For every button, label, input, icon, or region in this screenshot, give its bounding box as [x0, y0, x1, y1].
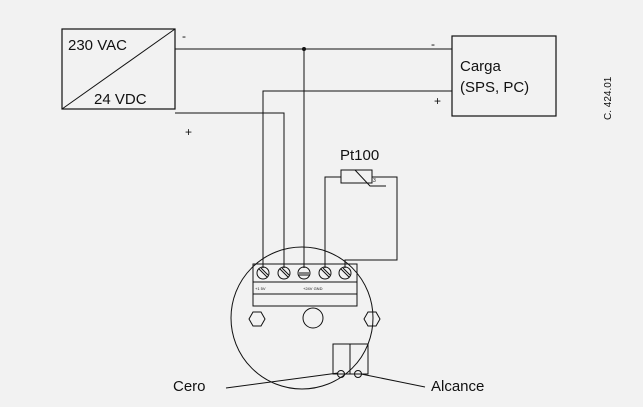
load-plus-sign: + [434, 94, 441, 108]
power-supply-box [61, 28, 176, 110]
input-voltage-label: 230 VAC [68, 37, 127, 54]
zero-label: Cero [173, 378, 206, 395]
pt100-sensor: Pt100 3 [340, 147, 386, 187]
sensor-wire-left [324, 176, 341, 268]
load-minus-sign: - [431, 37, 435, 51]
terminal-screw-2 [277, 266, 291, 280]
terminal-marks-b: +24V GND [303, 286, 323, 291]
load-label-line1: Carga [460, 58, 502, 75]
span-label: Alcance [431, 378, 484, 395]
center-hole [302, 307, 324, 329]
sensor-label: Pt100 [340, 147, 379, 164]
sensor-arrow [354, 169, 386, 187]
power-supply-diagonal [61, 28, 176, 110]
sensor-resistor [340, 169, 373, 184]
load: Carga (SPS, PC) - + [431, 35, 557, 117]
terminal-screw-5 [338, 266, 352, 280]
circuit-board [252, 293, 358, 307]
load-box [451, 35, 557, 117]
span-leader [360, 373, 426, 388]
mounting-hex-right [363, 311, 381, 327]
output-voltage-label: 24 VDC [94, 91, 147, 108]
drawing-reference: C. 424.01 [603, 76, 614, 120]
terminal-screw-1 [256, 266, 270, 280]
power-supply: 230 VAC 24 VDC - + [61, 28, 192, 139]
load-label-line2: (SPS, PC) [460, 79, 529, 96]
terminal-screw-3 [297, 266, 311, 280]
terminal-marks-a: +1 5V [255, 286, 266, 291]
load-plus-wire [262, 90, 452, 268]
transmitter: +1 5V +24V GND [173, 246, 484, 395]
sensor-wire-right [344, 176, 398, 268]
supply-minus-sign: - [182, 29, 186, 43]
wires [175, 47, 452, 268]
sensor-mark: 3 [373, 178, 376, 184]
terminal-screw-4 [318, 266, 332, 280]
transmitter-housing [230, 246, 374, 390]
mounting-hex-left [248, 311, 266, 327]
zero-potentiometer[interactable] [337, 370, 345, 378]
supply-plus-sign: + [185, 125, 192, 139]
terminal-screws [256, 266, 352, 280]
supply-plus-wire [175, 112, 285, 268]
zero-leader [225, 372, 339, 389]
